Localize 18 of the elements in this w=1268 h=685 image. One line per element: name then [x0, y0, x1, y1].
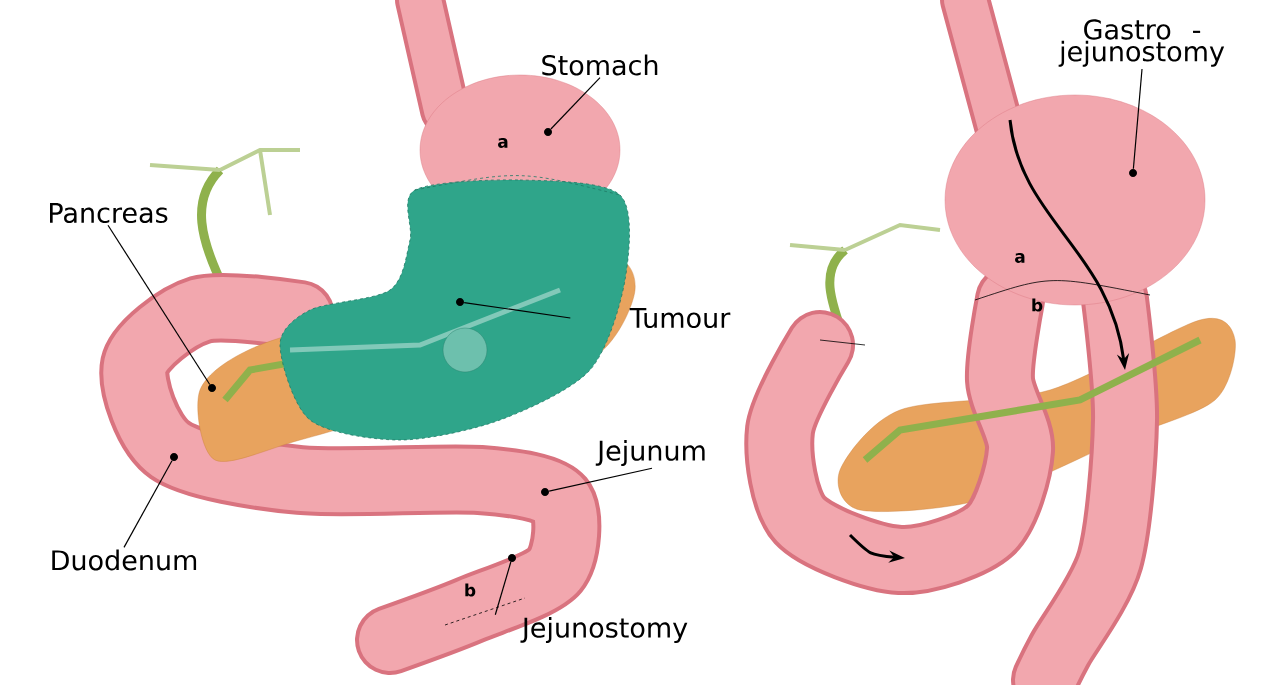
leader-line — [550, 77, 601, 130]
part-label: Jejunum — [595, 439, 705, 467]
leader-line — [1132, 68, 1143, 170]
part-letter: a — [498, 138, 508, 148]
part-letter: b — [465, 583, 476, 597]
part-label: Gastro - jejunostomy — [1058, 19, 1225, 67]
part-label: Duodenum — [52, 549, 197, 571]
part-letter: b — [1032, 298, 1043, 312]
leader-line — [123, 460, 173, 548]
leader-line — [107, 224, 211, 386]
part-label: Stomach — [542, 54, 658, 76]
leader-line — [494, 561, 512, 616]
leader-line — [548, 467, 653, 492]
leader-line — [463, 302, 571, 319]
part-label: Pancreas — [50, 202, 168, 224]
part-label: Tumour — [629, 307, 731, 329]
part-letter: a — [1015, 253, 1025, 263]
part-label: Jejunostomy — [520, 616, 688, 644]
